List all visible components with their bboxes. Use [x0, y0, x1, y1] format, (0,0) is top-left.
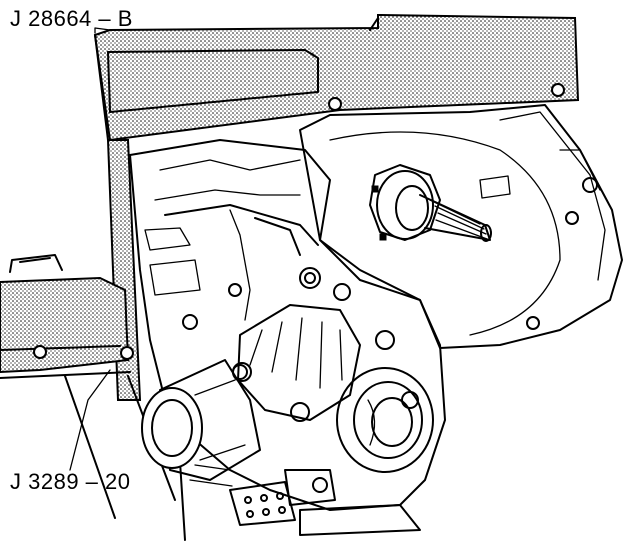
- input-shaft: [369, 164, 492, 242]
- leader-line-bottom: [69, 369, 111, 471]
- callout-tool-j3289-20: J 3289 – 20: [10, 469, 131, 494]
- leader-line-top: [94, 27, 111, 34]
- holding-stand: [0, 254, 186, 541]
- actuator-cylinder: [141, 359, 261, 481]
- callout-tool-j28664b: J 28664 – B: [10, 6, 133, 31]
